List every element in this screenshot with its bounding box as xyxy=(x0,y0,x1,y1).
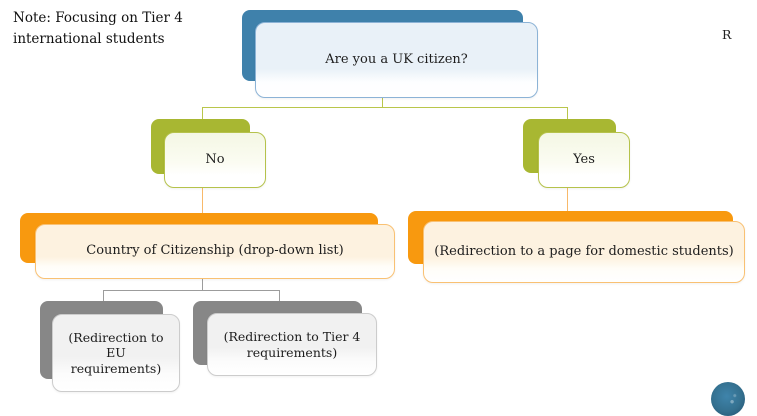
tier4-node-label: (Redirection to Tier 4 requirements) xyxy=(223,328,361,360)
question-node: Are you a UK citizen? xyxy=(255,22,538,98)
eu-node-label: (Redirection to EU requirements) xyxy=(68,329,164,376)
note-text: Note: Focusing on Tier 4 international s… xyxy=(13,10,183,47)
country-node-label: Country of Citizenship (drop-down list) xyxy=(86,243,344,259)
domestic-node-label: (Redirection to a page for domestic stud… xyxy=(434,243,734,259)
connector-drop-no xyxy=(202,107,203,119)
connector-drop-eu xyxy=(103,290,104,301)
connector-drop-tier4 xyxy=(279,290,280,301)
connector-question-stem xyxy=(382,97,383,107)
circular-stamp-logo xyxy=(711,382,745,416)
yes-node-label: Yes xyxy=(573,151,595,167)
domestic-node: (Redirection to a page for domestic stud… xyxy=(423,221,745,283)
yes-node: Yes xyxy=(538,132,630,188)
country-node: Country of Citizenship (drop-down list) xyxy=(35,224,395,279)
connector-yes-to-domestic xyxy=(567,188,568,211)
corner-mark: R xyxy=(722,27,732,42)
connector-drop-yes xyxy=(567,107,568,119)
tier4-node: (Redirection to Tier 4 requirements) xyxy=(207,313,377,376)
connector-no-to-country xyxy=(202,188,203,213)
connector-gray-horizontal xyxy=(103,290,279,291)
no-node: No xyxy=(164,132,266,188)
question-node-label: Are you a UK citizen? xyxy=(325,51,468,67)
connector-branch-horizontal xyxy=(202,107,568,108)
eu-node: (Redirection to EU requirements) xyxy=(52,314,180,392)
no-node-label: No xyxy=(205,151,225,167)
connector-country-stem xyxy=(202,279,203,290)
